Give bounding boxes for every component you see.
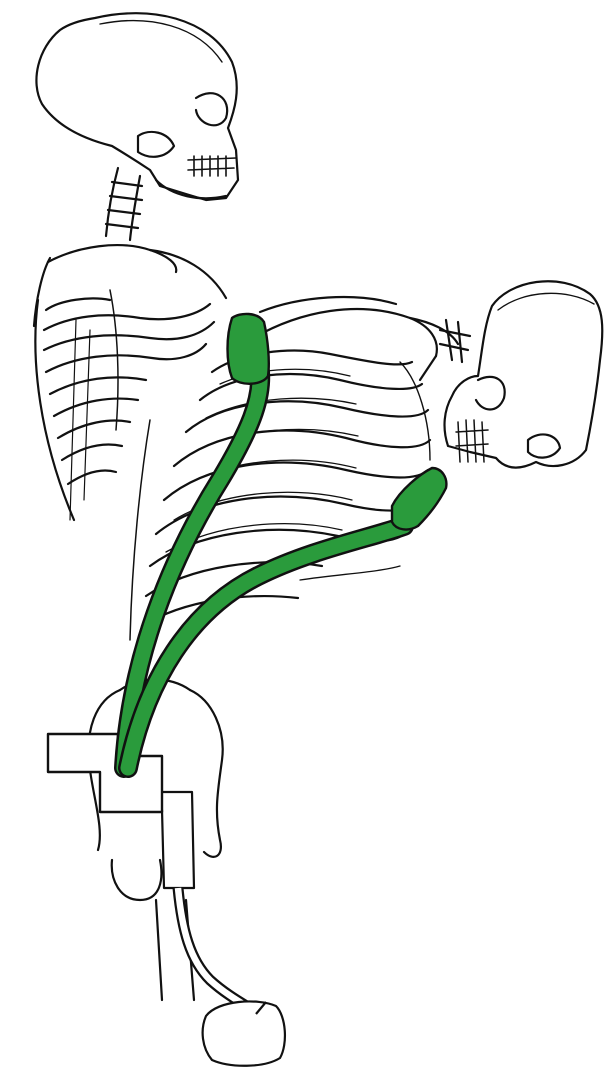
upper-chest-pad <box>228 314 269 384</box>
upright-skeleton <box>34 13 238 520</box>
support-arms <box>124 314 446 768</box>
support-device <box>48 314 446 1066</box>
upright-neck <box>106 168 142 240</box>
upright-ribcage <box>35 290 214 520</box>
upright-skull <box>36 13 238 200</box>
leg-brace <box>140 784 285 1066</box>
leaning-skeleton <box>130 281 602 640</box>
pelvis-and-leg <box>88 680 222 1001</box>
leaning-skull <box>445 281 603 467</box>
upright-clavicle <box>48 245 176 272</box>
leaning-ribcage <box>130 351 430 640</box>
foot-pad <box>203 1001 285 1065</box>
waist-mount <box>48 734 162 812</box>
